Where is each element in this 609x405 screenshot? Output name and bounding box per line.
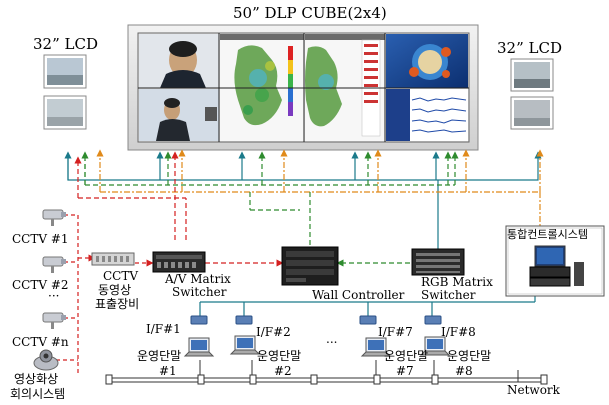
bottom-network [105, 360, 548, 385]
terminal-1 [183, 315, 215, 357]
wall-controller-device [281, 246, 339, 286]
integrated-control-label: 통합컨트롤시스템 [507, 228, 588, 241]
camera-icon [42, 312, 66, 329]
terminal-label-1: 운영단말 [137, 349, 182, 363]
interface-label-2: I/F#2 [256, 325, 291, 339]
cctv-ellipsis: ··· [48, 289, 60, 303]
av-matrix-label-1: A/V Matrix [165, 272, 231, 286]
cctv-label-n: CCTV #n [12, 335, 69, 349]
cctv-output-label-2: 동영상 [98, 283, 132, 297]
camera-icon [42, 256, 66, 273]
cctv-cameras [33, 209, 66, 371]
terminal-7 [359, 315, 392, 357]
terminal-label-2: 운영단말 [257, 349, 302, 363]
connection-bus [56, 149, 544, 375]
lcd-right-label: 32” LCD [497, 39, 562, 57]
av-matrix-device [152, 251, 206, 273]
av-matrix-label-2: Switcher [172, 285, 227, 299]
cctv-label-1: CCTV #1 [12, 232, 69, 246]
interface-label-8: I/F#8 [441, 325, 476, 339]
interface-label-1: I/F#1 [146, 322, 181, 336]
integrated-control-box [505, 225, 605, 297]
terminal-number-7: #7 [396, 364, 414, 378]
lcd-left-label: 32” LCD [33, 35, 98, 53]
wall-controller-label: Wall Controller [312, 288, 405, 302]
video-conf-label-2: 회의시스템 [10, 387, 66, 401]
camera-icon [42, 209, 66, 226]
cctv-label-2: CCTV #2 [12, 278, 69, 292]
rgb-matrix-label-1: RGB Matrix [421, 275, 493, 289]
video-conference-camera-icon [33, 349, 59, 371]
terminal-label-7: 운영단말 [384, 349, 429, 363]
terminal-label-8: 운영단말 [447, 349, 492, 363]
terminal-number-1: #1 [159, 364, 177, 378]
terminals [183, 315, 451, 357]
cctv-output-label-1: CCTV [103, 269, 139, 283]
rgb-matrix-device [411, 248, 465, 276]
interface-label-7: I/F#7 [378, 325, 413, 339]
lcd-right-group [510, 58, 554, 130]
rgb-matrix-label-2: Switcher [421, 288, 476, 302]
terminal-number-2: #2 [274, 364, 292, 378]
teal-network [199, 295, 536, 318]
network-label: Network [507, 383, 560, 397]
terminal-ellipsis: ... [326, 332, 338, 346]
terminal-8 [419, 315, 451, 356]
video-conf-label-1: 영상화상 [14, 372, 59, 386]
cctv-output-label-3: 표출장비 [95, 297, 140, 311]
lcd-left-group [43, 54, 87, 130]
dlp-cube-wall [127, 24, 479, 151]
cctv-output-device [91, 252, 135, 266]
terminal-2 [229, 315, 261, 355]
terminal-number-8: #8 [455, 364, 473, 378]
dlp-cube-title: 50” DLP CUBE(2x4) [233, 4, 387, 22]
